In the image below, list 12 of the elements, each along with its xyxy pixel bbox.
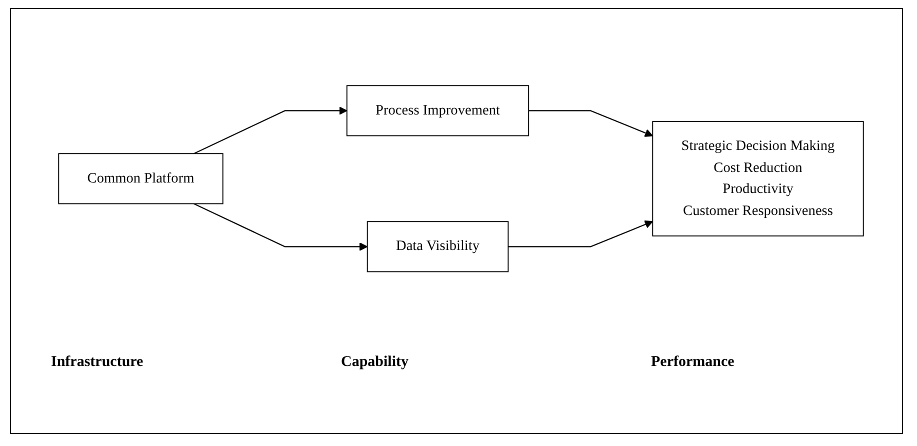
arrow	[194, 204, 368, 252]
arrow	[194, 106, 348, 154]
column-heading: Infrastructure	[51, 354, 144, 371]
node-box	[366, 221, 509, 273]
flow-diagram: Common Platform Process Improvement Data Visibility Strategic Decision Making Cost Reduction Productivity Customer Responsiveness	[51, 78, 871, 280]
arrow	[508, 220, 654, 248]
column-heading: Performance	[651, 354, 734, 371]
node-box	[346, 85, 530, 137]
node-box	[652, 121, 864, 237]
column-heading: Capability	[341, 354, 409, 371]
arrow	[528, 110, 654, 138]
node-box	[58, 153, 224, 205]
